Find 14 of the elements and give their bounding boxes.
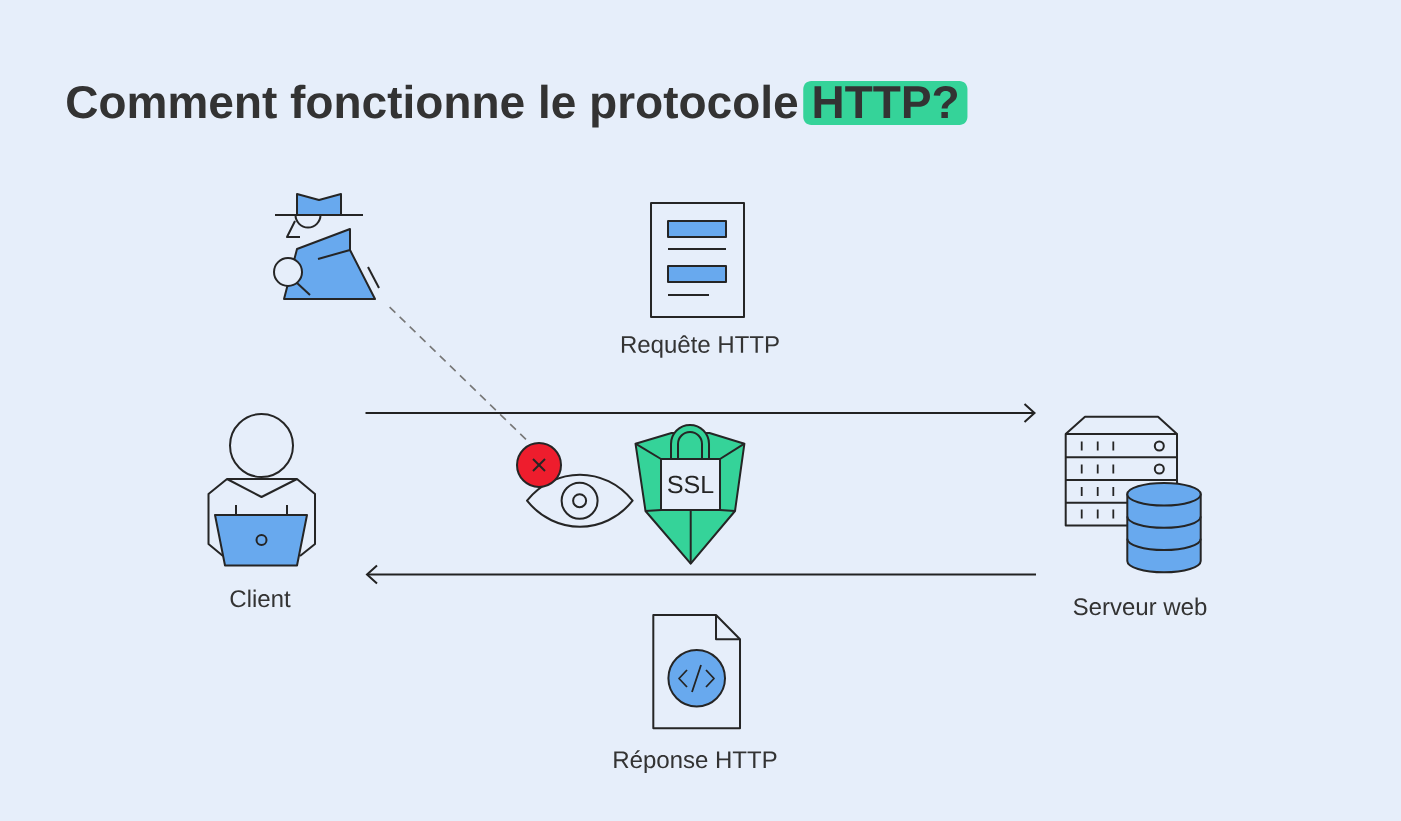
document-icon <box>650 202 745 318</box>
title: Comment fonctionne le protocole HTTP? <box>67 81 968 128</box>
figure-caption: Requête HTTP <box>621 335 779 358</box>
figure-caption: Client <box>230 589 291 608</box>
code-file-icon <box>652 614 741 730</box>
eye-icon <box>516 442 634 528</box>
arrow <box>365 564 1037 585</box>
figure-caption: Serveur web <box>1073 597 1207 616</box>
arrow <box>364 403 1036 423</box>
shield-badge: SSL <box>634 424 746 565</box>
person-with-laptop <box>207 413 316 567</box>
server-icon <box>1064 415 1202 574</box>
figure-caption: Réponse HTTP <box>614 750 777 773</box>
spy-figure <box>273 193 380 300</box>
